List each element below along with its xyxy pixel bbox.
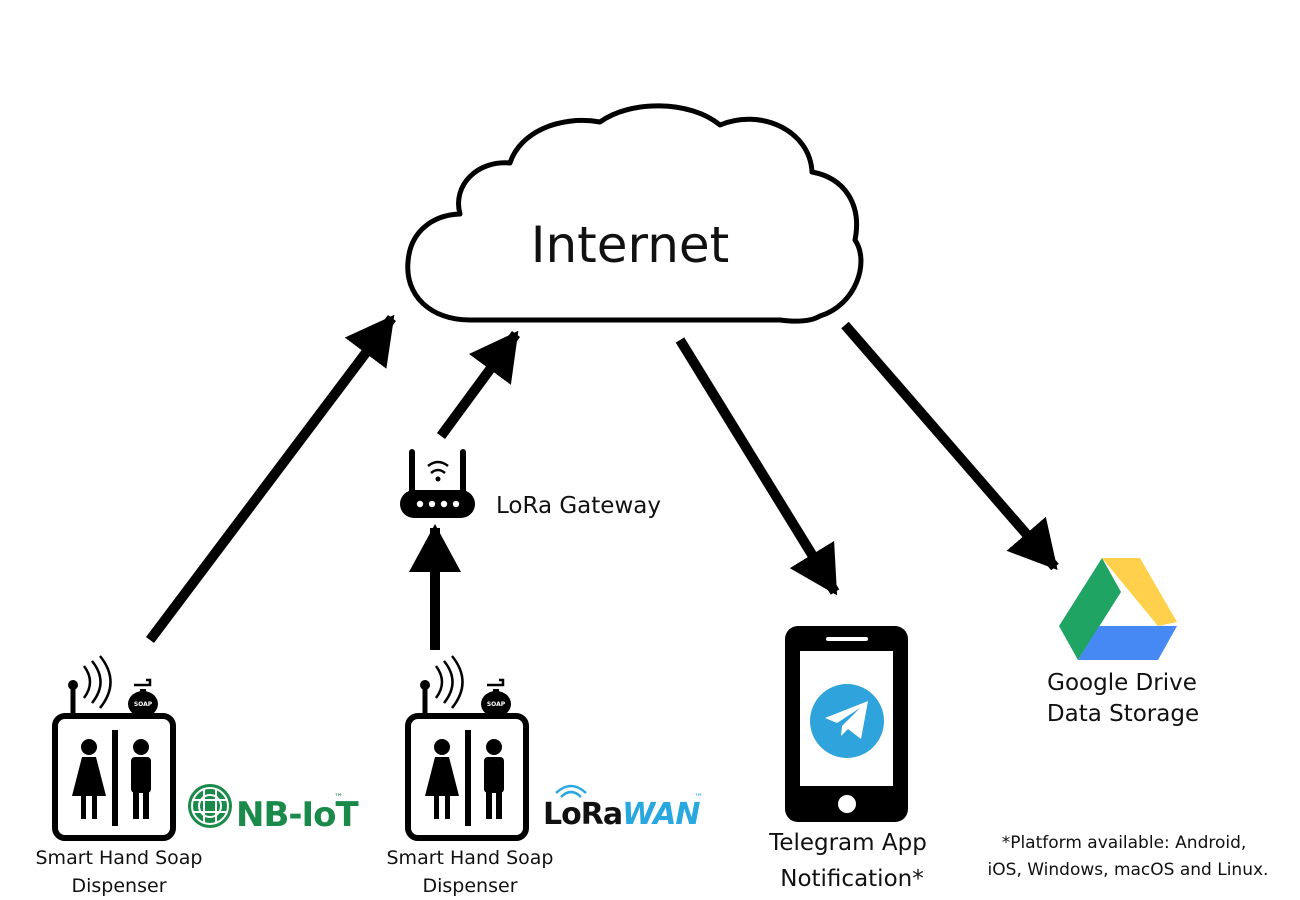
telegram-phone: Telegram App Notification* [768,626,927,892]
arrow-nbiot-to-internet [146,314,396,644]
arrow-gateway-to-internet [436,330,521,439]
lora-gateway: LoRa Gateway [400,449,661,519]
google-drive: Google Drive Data Storage [1047,558,1199,727]
drive-label-line1: Google Drive [1047,670,1197,696]
lorawan-trademark: ™ [694,793,703,803]
arrow-internet-to-telegram [675,337,840,596]
soap-badge: SOAP [487,701,506,708]
nbiot-text: NB-IoT [236,795,359,835]
drive-label-line2: Data Storage [1047,701,1199,727]
router-icon [400,449,475,518]
restroom-dispenser-icon: SOAP [52,655,176,841]
gateway-label: LoRa Gateway [496,493,661,519]
dispenser-lorawan: SOAP LoRaWAN ™ Smart Hand Soap Dispenser [387,655,703,897]
dispenser-lorawan-label-line2: Dispenser [423,875,518,897]
lorawan-text-lora: LoRaWAN [543,797,700,832]
dispenser-nbiot-label-line1: Smart Hand Soap [36,847,203,869]
restroom-dispenser-icon: SOAP [405,655,529,841]
platform-footnote: *Platform available: Android, iOS, Windo… [988,833,1269,880]
soap-badge: SOAP [134,701,153,708]
lorawan-logo: LoRaWAN ™ [543,784,703,832]
footnote-line1: *Platform available: Android, [1002,833,1247,853]
telegram-icon [810,684,884,758]
dispenser-nbiot: SOAP NB-IoT ™ Smart Hand Soap Dispenser [36,655,360,897]
lorawan-text-part1: LoRa [543,797,622,832]
internet-label: Internet [531,216,730,274]
nbiot-trademark: ™ [334,793,343,803]
dispenser-lorawan-label-line1: Smart Hand Soap [387,847,554,869]
nbiot-logo: NB-IoT ™ [188,784,360,835]
telegram-label-line1: Telegram App [768,830,927,856]
telegram-label-line2: Notification* [780,866,923,892]
google-drive-icon [1059,558,1177,660]
arrow-internet-to-drive [841,321,1059,571]
lorawan-text-part2: WAN [622,797,700,832]
footnote-line2: iOS, Windows, macOS and Linux. [988,860,1269,880]
dispenser-nbiot-label-line2: Dispenser [72,875,167,897]
internet-cloud: Internet [405,103,864,324]
